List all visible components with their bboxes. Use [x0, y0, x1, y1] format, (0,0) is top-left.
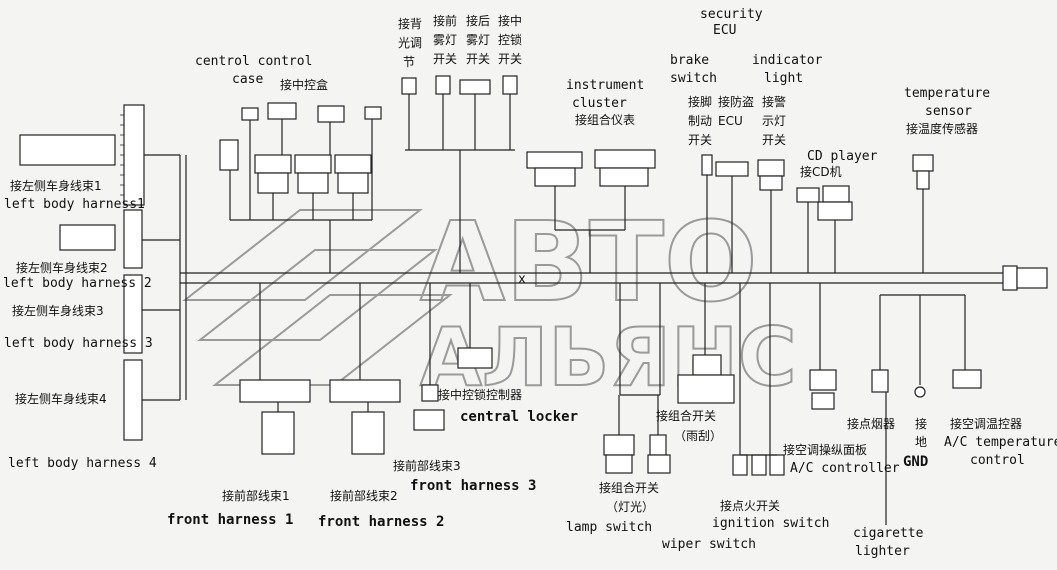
brake-label-1: brake	[670, 53, 709, 68]
indicator-label-1: indicator	[752, 53, 823, 68]
cig-label-1: cigarette	[853, 526, 924, 541]
wiper-label: wiper switch	[662, 537, 756, 552]
backlight-cn-3: 节	[403, 55, 415, 69]
rear-fog-cn-2: 雾灯	[466, 33, 490, 47]
lower-branches	[239, 283, 982, 525]
anti-theft-cn-2: ECU	[718, 114, 743, 128]
cd-label: CD player	[807, 149, 878, 164]
lamp-paren-cn: （灯光）	[606, 500, 654, 514]
ignition-cn: 接点火开关	[720, 498, 780, 513]
warn-light-cn-2: 示灯	[762, 114, 786, 128]
gnd-label: GND	[903, 454, 928, 470]
ac-temp-cn: 接空调温控器	[950, 416, 1022, 431]
rear-fog-cn-1: 接后	[466, 13, 490, 28]
fh1-cn: 接前部线束1	[222, 488, 290, 503]
central-lock-sw-cn-3: 开关	[498, 52, 522, 66]
centrol-control-label-1: centrol control	[195, 54, 312, 69]
watermark-line-1: АВТО	[420, 198, 758, 326]
lamp-cn: 接组合开关	[599, 480, 659, 495]
central-locker-cn: 接中控锁控制器	[438, 387, 522, 402]
lbh1-cn: 接左侧车身线束1	[10, 178, 102, 193]
fh2-label: front harness 2	[318, 514, 444, 530]
fh2-cn: 接前部线束2	[330, 488, 398, 503]
warn-light-cn-1: 接警	[762, 94, 786, 109]
main-trunk: x	[180, 265, 1048, 291]
lbh1-label: left body harness1	[4, 197, 145, 212]
central-lock-sw-cn-1: 接中	[498, 13, 522, 28]
temp-label-1: temperature	[904, 86, 990, 101]
brake-cn-3: 开关	[688, 133, 712, 147]
front-fog-cn-2: 雾灯	[433, 33, 457, 47]
cd-player-connectors	[796, 185, 853, 273]
centrol-control-cn: 接中控盒	[280, 77, 328, 92]
lamp-label: lamp switch	[566, 520, 652, 535]
temp-cn: 接温度传感器	[906, 121, 978, 136]
cd-cn: 接CD机	[800, 164, 842, 179]
ac-controller-label: A/C controller	[790, 461, 900, 476]
instrument-label-1: instrument	[566, 78, 644, 93]
gnd-cn-1: 接	[915, 416, 927, 431]
central-control-case-connectors	[219, 102, 382, 273]
instrument-cluster-connectors	[526, 149, 656, 273]
fh3-label: front harness 3	[410, 478, 536, 494]
ac-temp-label-2: control	[970, 453, 1025, 468]
backlight-cn-2: 光调	[398, 36, 422, 50]
brake-label-2: switch	[670, 71, 717, 86]
lbh3-label: left body harness 3	[4, 336, 153, 351]
cig-cn: 接点烟器	[847, 416, 895, 431]
warn-light-cn-3: 开关	[762, 133, 786, 147]
front-fog-cn-3: 开关	[433, 52, 457, 66]
lbh3-cn: 接左侧车身线束3	[12, 303, 104, 318]
ac-temp-label-1: A/C temperature	[944, 435, 1057, 450]
cig-label-2: lighter	[855, 544, 910, 559]
brake-cn-1: 接脚	[688, 94, 712, 109]
ignition-label: ignition switch	[712, 516, 829, 531]
lbh4-label: left body harness 4	[8, 456, 157, 471]
temp-label-2: sensor	[925, 104, 972, 119]
combo-sw-cn: 接组合开关	[656, 408, 716, 423]
fh3-cn: 接前部线束3	[393, 458, 461, 473]
gnd-cn-2: 地	[915, 435, 927, 449]
centrol-control-label-2: case	[232, 72, 263, 87]
backlight-cn-1: 接背	[398, 16, 422, 31]
central-lock-sw-cn-2: 控锁	[498, 32, 522, 47]
anti-theft-cn-1: 接防盗	[718, 94, 754, 109]
junction-marker: x	[518, 272, 526, 287]
lbh4-cn: 接左侧车身线束4	[15, 391, 107, 406]
brake-security-indicator-connectors	[701, 154, 785, 273]
brake-cn-2: 制动	[688, 114, 712, 128]
fh1-label: front harness 1	[167, 512, 293, 528]
indicator-label-2: light	[764, 71, 803, 86]
left-body-harness-connectors	[19, 104, 187, 441]
labels: security ECU centrol control case 接中控盒 接…	[3, 7, 1057, 559]
security-ecu-label-1: security	[700, 7, 763, 22]
instrument-label-2: cluster	[572, 96, 627, 111]
temperature-sensor-connector	[912, 154, 934, 273]
ac-panel-cn: 接空调操纵面板	[783, 442, 867, 457]
instrument-cn: 接组合仪表	[575, 112, 635, 127]
lbh2-label: left body harness 2	[3, 276, 152, 291]
front-fog-cn-1: 接前	[433, 13, 457, 28]
lbh2-cn: 接左侧车身线束2	[16, 260, 108, 275]
rear-fog-cn-3: 开关	[466, 52, 490, 66]
wiper-cn: （雨刮）	[674, 429, 722, 443]
central-locker-label: central locker	[460, 409, 578, 425]
security-ecu-label-2: ECU	[713, 23, 736, 38]
top-switch-connectors	[401, 75, 518, 273]
